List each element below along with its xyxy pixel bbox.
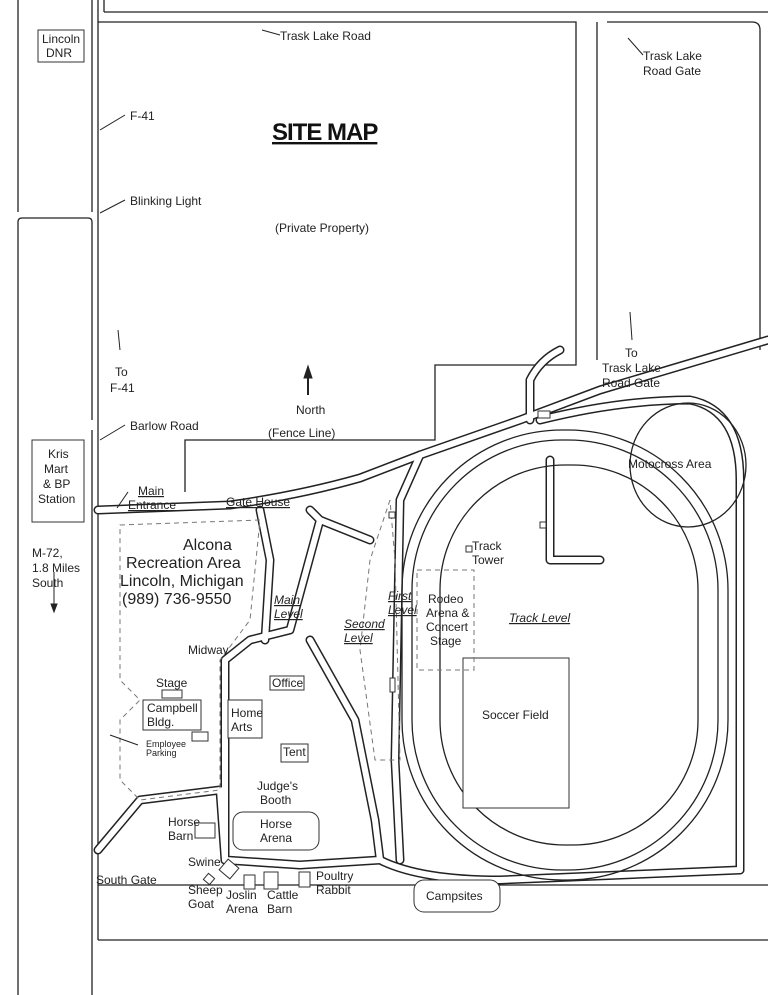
label-office: Office [272, 676, 303, 690]
label-judges-booth-2: Booth [260, 793, 291, 807]
label-main-entrance: Main [138, 484, 164, 498]
label-joslin-arena: Joslin [226, 888, 257, 902]
label-poultry-rabbit-2: Rabbit [316, 883, 351, 897]
label-joslin-arena-2: Arena [226, 902, 258, 916]
label-f41: F-41 [130, 109, 155, 123]
label-track-tower: Track [472, 539, 503, 553]
label-track-level: Track Level [509, 611, 570, 625]
label-cattle-barn: Cattle [267, 888, 299, 902]
label-tent: Tent [283, 745, 306, 759]
label-private-property: (Private Property) [275, 221, 369, 235]
label-rodeo-2: Arena & [426, 606, 469, 620]
label-alcona: Alcona [183, 537, 232, 554]
label-lincoln-dnr: Lincoln [42, 32, 80, 46]
race-track [401, 429, 729, 881]
label-horse-barn: Horse [168, 815, 200, 829]
label-fence-line: (Fence Line) [268, 426, 335, 440]
label-rodeo-4: Stage [430, 634, 462, 648]
label-horse-arena-2: Arena [260, 831, 292, 845]
label-soccer-field: Soccer Field [482, 708, 549, 722]
label-kris-mart-4: Station [38, 492, 75, 506]
midway-area [119, 519, 261, 801]
map-title: SITE MAP [272, 119, 378, 146]
label-home-arts-2: Arts [231, 720, 252, 734]
label-campbell-2: Bldg. [147, 715, 174, 729]
label-to-f41: To [115, 365, 128, 379]
label-kris-mart: Kris [48, 447, 69, 461]
label-blinking-light: Blinking Light [130, 194, 202, 208]
buildings [31, 29, 551, 913]
label-location: Lincoln, Michigan [120, 573, 244, 590]
kris-mart-box [31, 439, 85, 523]
label-south-gate: South Gate [96, 873, 157, 887]
label-north: North [296, 403, 325, 417]
label-campsites: Campsites [426, 889, 483, 903]
label-rodeo-3: Concert [426, 620, 469, 634]
label-poultry-rabbit: Poultry [316, 869, 353, 883]
label-horse-arena: Horse [260, 817, 292, 831]
soccer-field [462, 657, 570, 809]
rodeo-arena [416, 569, 475, 671]
label-first-level-2: Level [388, 603, 417, 617]
label-sheep-goat: Sheep [188, 883, 223, 897]
label-main-level-2: Level [274, 607, 303, 621]
label-kris-mart-3: & BP [43, 477, 70, 491]
label-cattle-barn-2: Barn [267, 902, 292, 916]
label-second-level-2: Level [344, 631, 373, 645]
boundary-lines [98, 11, 768, 941]
label-trask-gate: Trask Lake [643, 49, 702, 63]
label-recreation-area: Recreation Area [126, 555, 241, 572]
label-campbell: Campbell [147, 701, 198, 715]
label-swine: Swine [188, 855, 221, 869]
phone-number: (989) 736-9550 [122, 591, 232, 608]
label-stage: Stage [156, 676, 188, 690]
arrow-icons [50, 29, 644, 746]
label-m72-2: 1.8 Miles [32, 561, 80, 575]
label-motocross: Motocross Area [628, 457, 712, 471]
label-m72: M-72, [32, 546, 63, 560]
label-rodeo: Rodeo [428, 592, 464, 606]
label-track-tower-2: Tower [472, 553, 504, 567]
label-barlow-road: Barlow Road [130, 419, 199, 433]
left-road-strip [17, 0, 105, 995]
label-to-trask-gate-2: Trask Lake [602, 361, 661, 375]
label-judges-booth: Judge's [257, 779, 298, 793]
label-to-trask-gate-3: Road Gate [602, 376, 660, 390]
label-horse-barn-2: Barn [168, 829, 193, 843]
campsites-box [413, 879, 501, 913]
label-kris-mart-2: Mart [44, 462, 69, 476]
motocross-area [629, 402, 747, 528]
label-to-trask-gate: To [625, 346, 638, 360]
label-main-entrance-2: Entrance [128, 498, 176, 512]
lincoln-dnr-box [37, 29, 85, 63]
label-home-arts: Home [231, 706, 263, 720]
label-trask-gate-2: Road Gate [643, 64, 701, 78]
label-employee-parking-2: Parking [146, 748, 177, 758]
label-main-level: Main [274, 593, 300, 607]
label-trask-lake-road: Trask Lake Road [280, 29, 371, 43]
label-sheep-goat-2: Goat [188, 897, 215, 911]
label-m72-3: South [32, 576, 63, 590]
north-arrow-icon [303, 364, 313, 379]
second-level-area [359, 499, 401, 761]
label-gate-house: Gate House [226, 495, 290, 509]
label-midway: Midway [188, 643, 229, 657]
label-first-level: First [388, 589, 412, 603]
label-second-level: Second [344, 617, 385, 631]
label-lincoln-dnr-2: DNR [46, 46, 72, 60]
label-to-f41-2: F-41 [110, 381, 135, 395]
label-employee-parking: Employee [146, 739, 186, 749]
